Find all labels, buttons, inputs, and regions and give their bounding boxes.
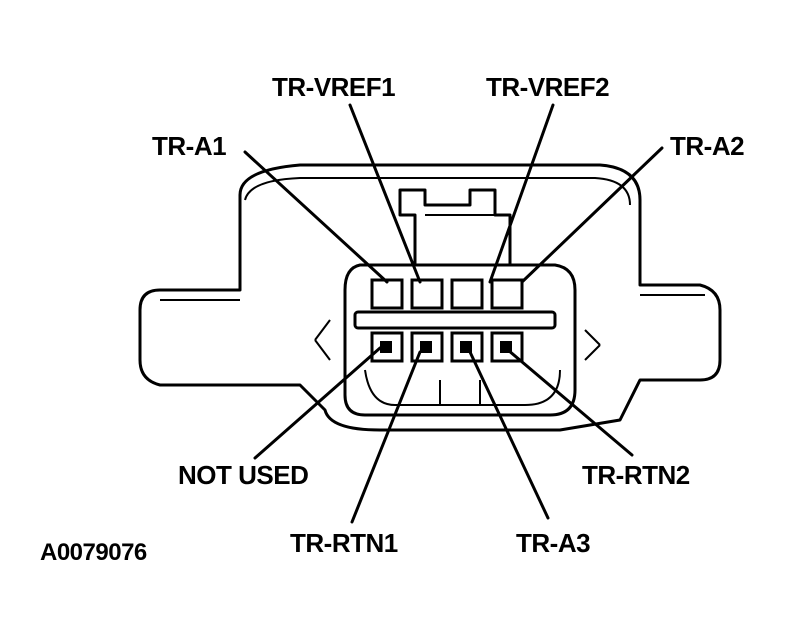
- label-tr-vref1: TR-VREF1: [272, 72, 395, 102]
- connector-face: [343, 263, 577, 417]
- leader-tr-a3: [468, 350, 550, 520]
- sensor-body: [138, 163, 722, 432]
- label-tr-rtn2: TR-RTN2: [582, 460, 690, 490]
- label-not-used: NOT USED: [178, 460, 308, 490]
- pin-tr-rtn1: [420, 341, 432, 353]
- label-tr-a3: TR-A3: [516, 528, 590, 558]
- label-tr-rtn1: TR-RTN1: [290, 528, 398, 558]
- leader-tr-a1: [243, 150, 389, 284]
- pin-not-used: [380, 341, 392, 353]
- cavity-tr-a2: [490, 278, 524, 310]
- connector-latch: [398, 188, 512, 267]
- cavity-tr-a1: [370, 278, 404, 310]
- leader-tr-vref2: [488, 103, 555, 284]
- label-tr-a2: TR-A2: [670, 131, 744, 161]
- pin-tr-a3: [460, 341, 472, 353]
- label-tr-a1: TR-A1: [152, 131, 226, 161]
- figure-id: A0079076: [40, 539, 147, 566]
- leader-not-used: [253, 346, 382, 460]
- leader-tr-rtn1: [350, 350, 422, 524]
- cavity-tr-vref1: [410, 278, 444, 310]
- label-tr-vref2: TR-VREF2: [486, 72, 609, 102]
- leader-tr-a2: [520, 146, 664, 284]
- leader-lines: [243, 103, 664, 524]
- leader-tr-rtn2: [506, 348, 634, 457]
- leader-tr-vref1: [348, 103, 422, 284]
- top-pin-row: [370, 278, 524, 310]
- bottom-pin-row: [370, 331, 524, 363]
- cavity-tr-vref2: [450, 278, 484, 310]
